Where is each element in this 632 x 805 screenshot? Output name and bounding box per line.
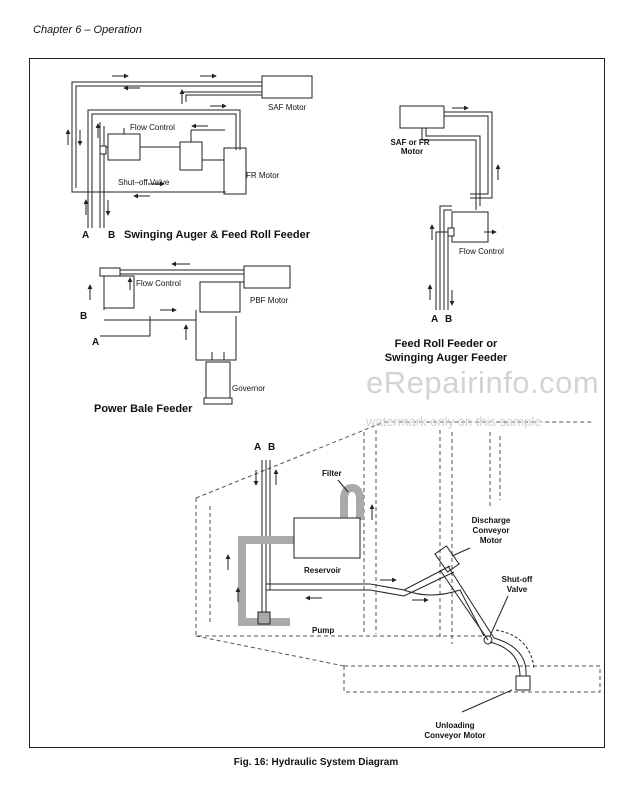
figure-caption: Fig. 16: Hydraulic System Diagram: [233, 757, 399, 768]
reservoir-box: [293, 517, 361, 559]
discharge-label-line2: Conveyor: [472, 526, 510, 535]
label-b-1: B: [108, 230, 116, 241]
pbf-motor-label: PBF Motor: [250, 296, 289, 305]
shutoff-label-line1: Shut-off: [501, 575, 533, 584]
flow-control-box-2: [451, 211, 489, 243]
saf-motor-box: [261, 75, 313, 99]
flow-control-label-2: Flow Control: [459, 247, 504, 256]
diagram-feed-roll-feeder: [399, 105, 501, 310]
flow-control-box-1: [107, 133, 141, 161]
shutoff-valve-label-1: Shut–off Valve: [118, 178, 170, 187]
label-a-4: A: [254, 442, 262, 453]
watermark-main: eRepairinfo.com: [366, 365, 600, 400]
label-b-2: B: [445, 314, 453, 325]
discharge-label-line3: Motor: [479, 536, 503, 545]
title-feed-roll-line2: Swinging Auger Feeder: [384, 352, 508, 364]
shutoff-valve-box-1: [179, 141, 203, 171]
saf-fr-motor-line2: Motor: [400, 147, 424, 156]
chapter-heading: Chapter 6 – Operation: [33, 24, 142, 36]
reservoir-label: Reservoir: [304, 566, 341, 575]
pump-box: [257, 611, 271, 625]
saf-fr-motor-line1: SAF or FR: [390, 138, 430, 147]
diagram-power-bale-feeder: [87, 261, 291, 405]
discharge-motor-box: [434, 545, 460, 573]
fr-motor-box: [223, 147, 247, 195]
governor-label: Governor: [232, 384, 266, 393]
watermark-sub: watermark only on this sample: [366, 414, 542, 429]
diagram-swinging-auger-feed-roll: [65, 73, 313, 228]
label-b-3: B: [80, 311, 88, 322]
label-a-3: A: [92, 337, 100, 348]
flow-control-label-1: Flow Control: [130, 123, 175, 132]
shutoff-valve-2: [483, 635, 493, 645]
title-feed-roll-line1: Feed Roll Feeder or: [394, 338, 498, 350]
unloading-motor-box: [515, 675, 531, 691]
fr-motor-label: FR Motor: [246, 171, 280, 180]
filter-label: Filter: [322, 469, 342, 478]
unloading-label-line2: Conveyor Motor: [424, 731, 486, 740]
label-b-4: B: [268, 442, 276, 453]
pump-label: Pump: [312, 626, 335, 635]
flow-control-label-3: Flow Control: [136, 279, 181, 288]
unloading-label-line1: Unloading: [435, 721, 475, 730]
title-power-bale: Power Bale Feeder: [94, 403, 193, 415]
discharge-label-line1: Discharge: [471, 516, 511, 525]
label-a-1: A: [82, 230, 90, 241]
governor-box: [205, 361, 231, 399]
shutoff-label-line2: Valve: [506, 585, 528, 594]
saf-fr-motor-box: [399, 105, 445, 129]
title-swinging-auger: Swinging Auger & Feed Roll Feeder: [124, 229, 311, 241]
saf-motor-label: SAF Motor: [268, 103, 307, 112]
diagram-unloading-system: [195, 421, 601, 713]
pbf-motor-box: [243, 265, 291, 289]
diagram-frame: [29, 58, 605, 748]
label-a-2: A: [431, 314, 439, 325]
